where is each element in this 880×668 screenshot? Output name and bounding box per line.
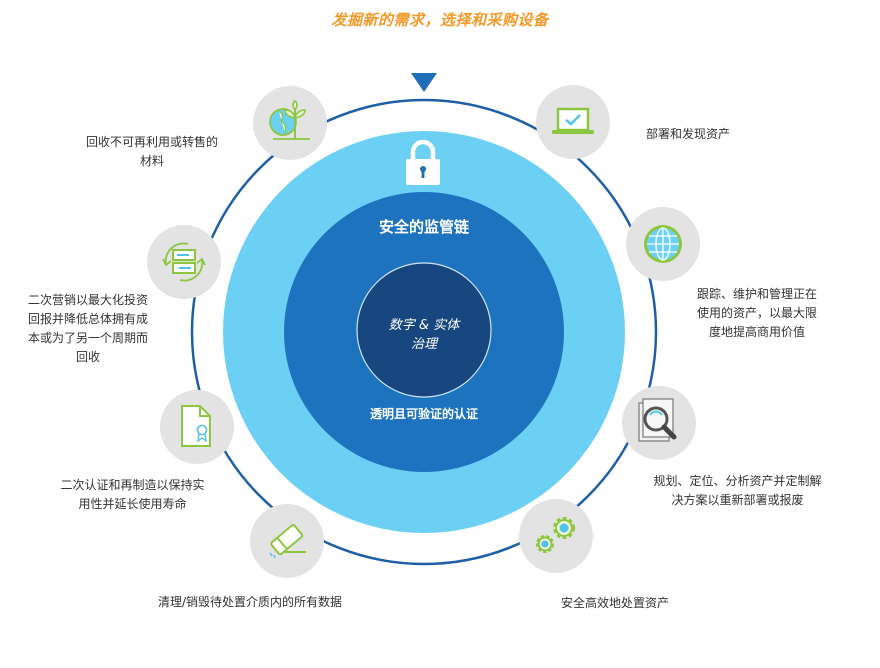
custody-chain-label: 安全的监管链 bbox=[378, 218, 469, 236]
diagram-title: 发掘新的需求，选择和采购设备 bbox=[331, 11, 549, 29]
label-line: 规划、定位、分析资产并定制解 bbox=[653, 474, 822, 488]
stage-sanitize-label: 清理/销毁待处置介质内的所有数据 bbox=[135, 593, 365, 612]
start-marker-triangle-icon bbox=[411, 73, 437, 92]
label-line: 回收不可再利用或转售的 bbox=[85, 135, 218, 149]
stage-recycle-node bbox=[253, 86, 327, 160]
stage-dispose-label: 安全高效地处置资产 bbox=[540, 594, 690, 613]
stage-recycle-label: 回收不可再利用或转售的 材料 bbox=[72, 133, 232, 171]
globe-icon bbox=[644, 225, 682, 263]
certification-label: 透明且可验证的认证 bbox=[369, 407, 478, 421]
stage-track-label: 跟踪、维护和管理正在 使用的资产，以最大限 度地提高商用价值 bbox=[682, 285, 832, 342]
lock-icon bbox=[406, 140, 440, 185]
stage-remarket-label: 二次营销以最大化投资 回报并降低总体拥有成 本或为了另一个周期而 回收 bbox=[18, 291, 158, 367]
stage-recertify-node bbox=[160, 390, 234, 464]
label-line: 用性并延长使用寿命 bbox=[78, 497, 187, 511]
core-circle bbox=[356, 262, 492, 398]
certificate-document-icon bbox=[181, 405, 211, 447]
server-cycle-icon bbox=[162, 242, 206, 282]
governance-core-label: 数字 & 实体 治理 bbox=[364, 316, 484, 354]
label-line: 回收 bbox=[75, 350, 100, 364]
magnifier-documents-icon bbox=[638, 398, 677, 442]
stage-remarket-node bbox=[147, 225, 221, 299]
label-line: 使用的资产，以最大限 bbox=[696, 306, 817, 320]
label-line: 度地提高商用价值 bbox=[708, 325, 805, 339]
stage-track-node bbox=[626, 207, 700, 281]
earth-plant-icon bbox=[269, 99, 310, 140]
eraser-icon bbox=[269, 524, 306, 559]
stage-deploy-label: 部署和发现资产 bbox=[646, 125, 756, 144]
label-line: 决方案以重新部署或报废 bbox=[671, 493, 804, 507]
label-line: 材料 bbox=[139, 154, 164, 168]
stage-plan-label: 规划、定位、分析资产并定制解 决方案以重新部署或报废 bbox=[640, 472, 835, 510]
label-line: 跟踪、维护和管理正在 bbox=[696, 287, 817, 301]
outer-cycle-ring bbox=[190, 98, 658, 566]
label-line: 安全高效地处置资产 bbox=[560, 596, 669, 610]
label-line: 部署和发现资产 bbox=[646, 127, 731, 141]
label-line: 二次认证和再制造以保持实 bbox=[60, 478, 205, 492]
laptop-check-icon bbox=[552, 107, 594, 134]
label-line: 二次营销以最大化投资 bbox=[27, 293, 148, 307]
label-line: 清理/销毁待处置介质内的所有数据 bbox=[157, 595, 343, 609]
core-label-line: 数字 & 实体 bbox=[388, 318, 460, 333]
core-label-line: 治理 bbox=[410, 337, 437, 352]
label-line: 本或为了另一个周期而 bbox=[27, 331, 148, 345]
gears-icon bbox=[536, 517, 575, 553]
stage-deploy-node bbox=[536, 85, 610, 159]
stage-sanitize-node bbox=[250, 504, 324, 578]
stage-plan-node bbox=[622, 386, 696, 460]
stage-dispose-node bbox=[519, 499, 593, 573]
label-line: 回报并降低总体拥有成 bbox=[27, 312, 148, 326]
stage-recertify-label: 二次认证和再制造以保持实 用性并延长使用寿命 bbox=[45, 476, 220, 514]
